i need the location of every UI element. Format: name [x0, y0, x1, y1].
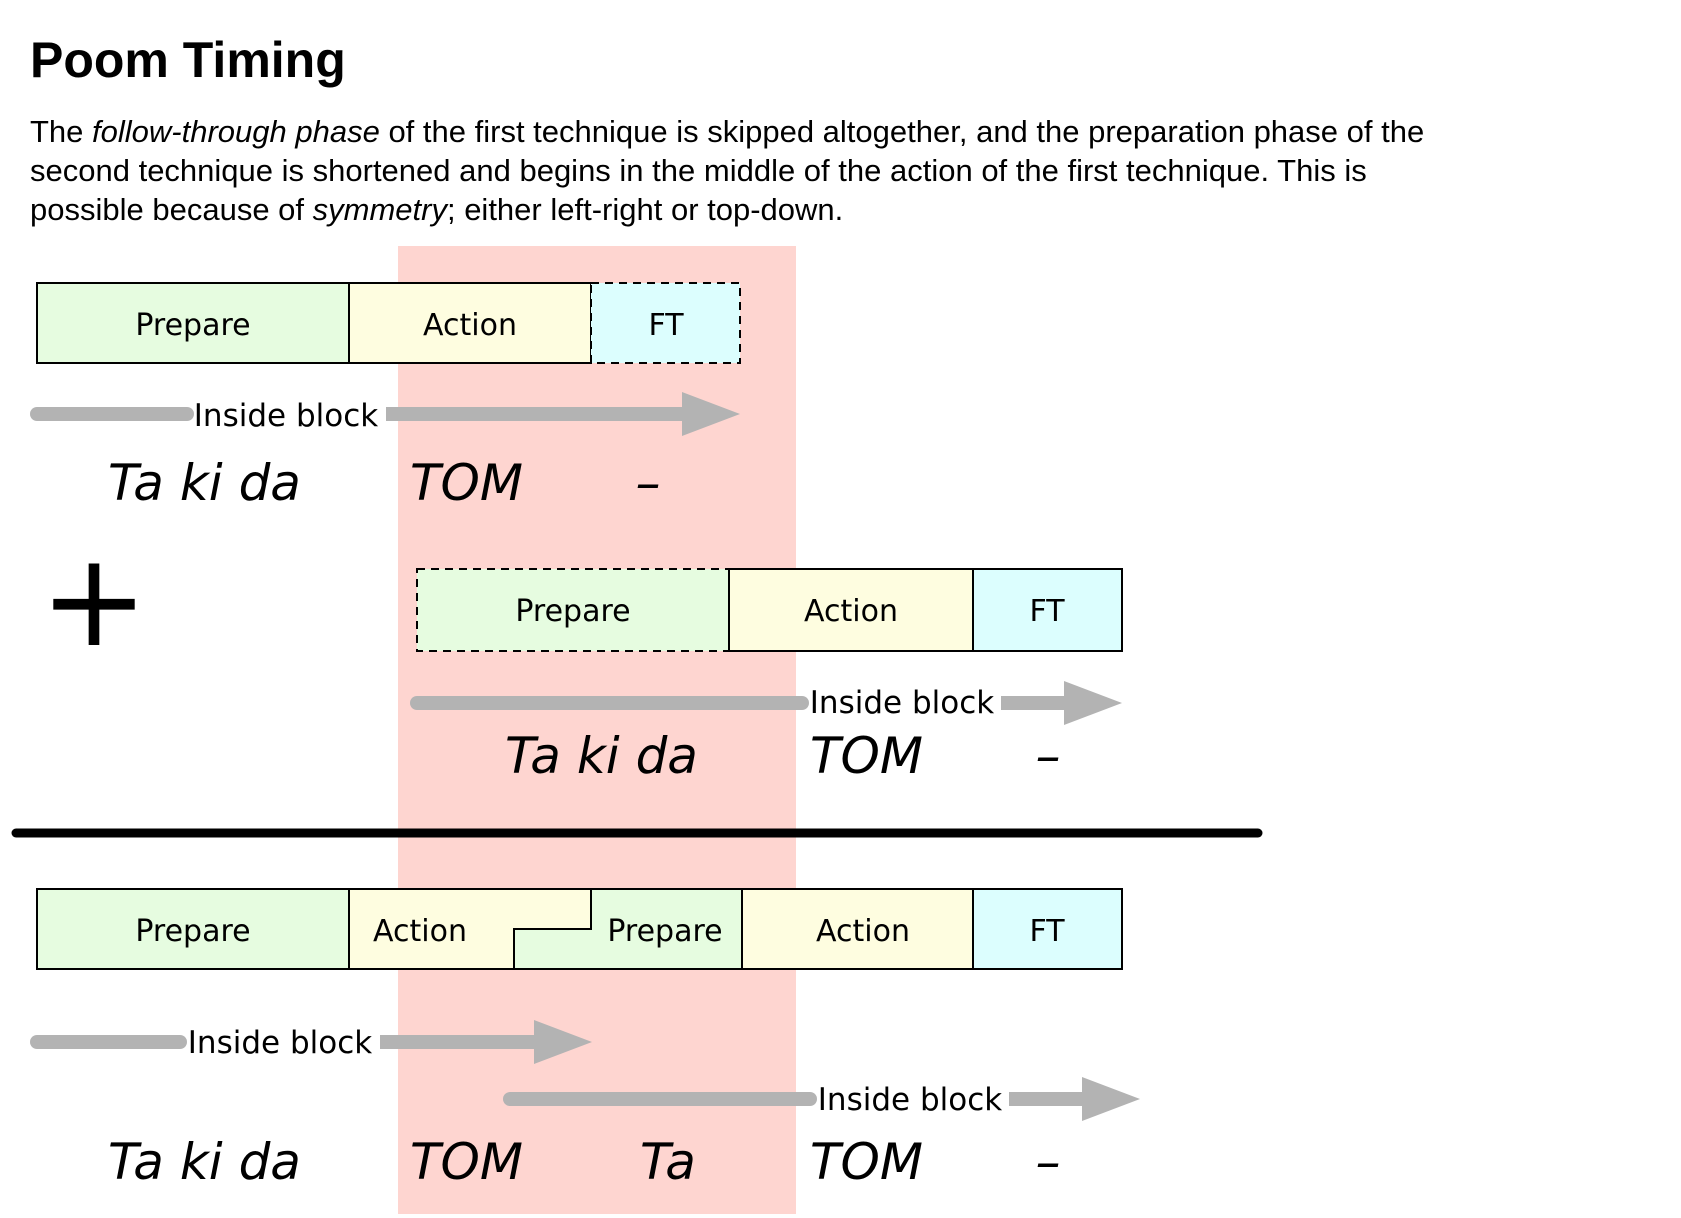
t2-syllable-ta-ki-da: Ta ki da	[505, 727, 698, 785]
combined-syllable-dash: –	[1036, 1133, 1061, 1191]
t1-action-label: Action	[423, 308, 517, 343]
t2-action-box	[728, 568, 974, 652]
combined-technique: Prepare Action Prepare Action FT Inside …	[30, 888, 1140, 1191]
combined-ft-box	[972, 888, 1123, 970]
t1-arrow-label: Inside block	[194, 398, 378, 434]
intro-text-2: of the first technique is skipped altoge…	[30, 114, 1425, 227]
combined-action-2-box	[741, 888, 974, 970]
t2-prepare-label: Prepare	[515, 594, 630, 629]
technique-1: Prepare Action FT Inside block Ta ki da …	[30, 282, 741, 512]
t1-prepare-label: Prepare	[135, 308, 250, 343]
technique-2: Prepare Action FT Inside block Ta ki da …	[410, 568, 1123, 785]
t2-prepare-box	[416, 568, 730, 652]
intro-emphasis-follow-through: follow-through phase	[92, 114, 380, 149]
t2-arrow-head	[1064, 681, 1122, 725]
page-title: Poom Timing	[30, 32, 346, 88]
t2-ft-box	[972, 568, 1123, 652]
t1-ft-box	[590, 282, 741, 364]
t2-syllable-tom: TOM	[810, 727, 923, 785]
combined-syllable-ta-ki-da: Ta ki da	[108, 1133, 301, 1191]
t1-syllable-tom: TOM	[410, 454, 523, 512]
combined-prepare-1-box	[36, 888, 350, 970]
t2-arrow-label: Inside block	[810, 685, 994, 721]
plus-symbol: +	[40, 524, 149, 676]
combined-arrow-1-label: Inside block	[188, 1025, 372, 1061]
combined-syllable-tom-1: TOM	[410, 1133, 523, 1191]
t2-syllable-dash: –	[1036, 727, 1061, 785]
combined-action-2-label: Action	[816, 914, 910, 949]
combined-arrow-2-label: Inside block	[818, 1082, 1002, 1118]
t1-syllable-ta-ki-da: Ta ki da	[108, 454, 301, 512]
intro-text-1: The	[30, 114, 93, 149]
combined-syllable-ta: Ta	[640, 1133, 696, 1191]
t1-arrow-head	[682, 392, 740, 436]
combined-syllable-tom-2: TOM	[810, 1133, 923, 1191]
combined-prepare-2-label: Prepare	[607, 914, 722, 949]
combined-arrow-2-head	[1082, 1077, 1140, 1121]
t2-ft-label: FT	[1029, 594, 1065, 629]
intro-text-3: ; either left-right or top-down.	[446, 192, 844, 227]
t2-action-label: Action	[804, 594, 898, 629]
combined-ft-label: FT	[1029, 914, 1065, 949]
t1-syllable-dash: –	[636, 454, 661, 512]
combined-action-1-label: Action	[373, 914, 467, 949]
combined-arrow-1-head	[534, 1020, 592, 1064]
combined-prepare-1-label: Prepare	[135, 914, 250, 949]
intro-paragraph: The follow-through phase of the first te…	[30, 112, 1430, 229]
intro-emphasis-symmetry: symmetry	[312, 192, 447, 227]
t1-ft-label: FT	[648, 308, 684, 343]
